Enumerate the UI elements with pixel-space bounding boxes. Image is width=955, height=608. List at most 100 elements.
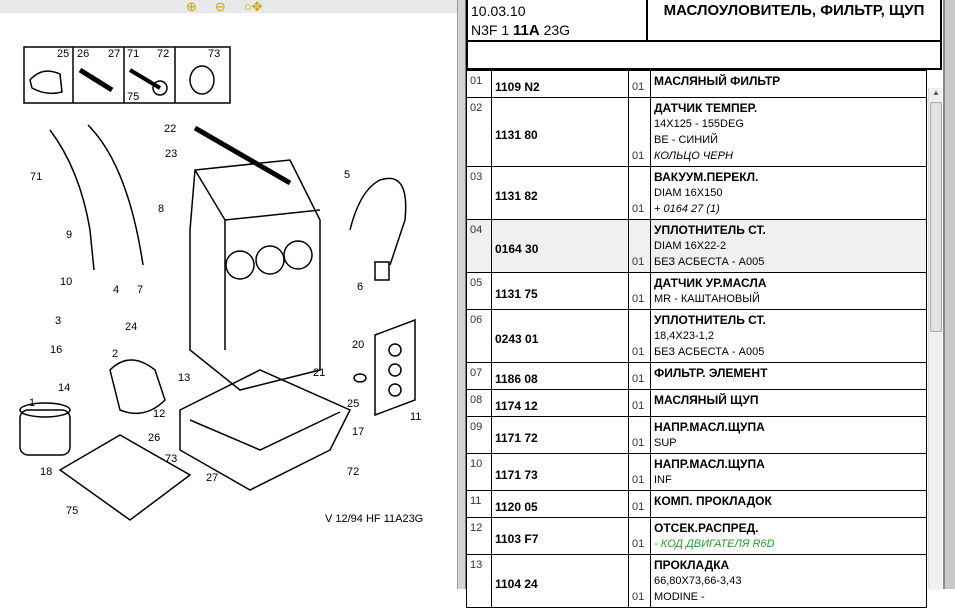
part-name: КОМП. ПРОКЛАДОК [654, 494, 772, 508]
description: ОТСЕК.РАСПРЕД.- КОД ДВИГАТЕЛЯ R6D [650, 517, 927, 555]
quantity: 01 [628, 166, 651, 220]
callout-17[interactable]: 17 [352, 426, 364, 438]
callout-11[interactable]: 11 [410, 411, 421, 423]
description: ВАКУУМ.ПЕРЕКЛ.DIAM 16X150+ 0164 27 (1) [650, 166, 927, 220]
quantity: 01 [628, 70, 651, 98]
callout-5[interactable]: 5 [344, 169, 350, 181]
callout-27[interactable]: 27 [206, 472, 218, 484]
part-spec: INF [654, 474, 672, 486]
part-spec: BE - СИНИЙ [654, 134, 719, 146]
description: КОМП. ПРОКЛАДОК [650, 490, 927, 518]
exploded-parts-diagram[interactable]: 25 26 27 71 72 75 73 22 23 5 71 8 9 10 7 4 6 3 24 16 2 20 13 21… [0, 0, 457, 589]
quantity: 01 [628, 453, 651, 491]
zoom-out-icon[interactable]: ⊖ [214, 0, 226, 14]
callout-75[interactable]: 75 [66, 505, 78, 517]
part-note: КОЛЬЦО ЧЕРН [654, 150, 733, 162]
part-spec: DIAM 16X150 [654, 187, 723, 199]
zoom-in-icon[interactable]: ⊕ [186, 0, 197, 14]
part-code: 1131 82 [491, 166, 629, 220]
callout-2[interactable]: 2 [112, 348, 118, 360]
diagram-panel: ⊕ ⊖ ○✥ [0, 0, 457, 589]
callout-23[interactable]: 23 [165, 148, 177, 160]
part-spec: БЕЗ АСБЕСТА - A005 [654, 256, 765, 268]
callout-25[interactable]: 25 [57, 48, 69, 60]
callout-4[interactable]: 4 [113, 284, 119, 296]
part-code: 1104 24 [491, 554, 629, 608]
part-spec: SUP [654, 437, 677, 449]
callout-71[interactable]: 71 [127, 48, 139, 60]
part-spec: 18,4X23-1,2 [654, 330, 714, 342]
callout-13[interactable]: 13 [178, 372, 190, 384]
item-number: 12 [466, 517, 492, 555]
callout-20[interactable]: 20 [352, 339, 364, 351]
part-spec: БЕЗ АСБЕСТА - A005 [654, 346, 765, 358]
callout-1[interactable]: 1 [29, 397, 35, 409]
engine-code-note: - КОД ДВИГАТЕЛЯ R6D [654, 538, 775, 550]
quantity: 01 [628, 490, 651, 518]
callout-10[interactable]: 10 [60, 276, 72, 288]
part-name: ДАТЧИК ТЕМПЕР. [654, 101, 758, 115]
callout-9[interactable]: 9 [66, 229, 72, 241]
part-spec: 14X125 - 155DEG [654, 118, 744, 130]
part-spec: MODINE - [654, 591, 705, 603]
callout-14[interactable]: 14 [58, 382, 70, 394]
callout-8[interactable]: 8 [158, 203, 164, 215]
part-code: 1131 80 [491, 97, 629, 167]
description: ДАТЧИК ТЕМПЕР. 14X125 - 155DEG BE - СИНИЙ К… [650, 97, 927, 167]
callout-73[interactable]: 73 [208, 48, 220, 60]
scrollbar[interactable]: ▲ [928, 88, 942, 589]
part-name: НАПР.МАСЛ.ЩУПА [654, 457, 765, 471]
callout-71[interactable]: 71 [30, 171, 42, 183]
callout-26[interactable]: 26 [77, 48, 89, 60]
quantity: 01 [628, 389, 651, 417]
callout-7[interactable]: 7 [137, 284, 143, 296]
scrollbar-thumb[interactable] [930, 102, 942, 332]
callout-6[interactable]: 6 [357, 281, 363, 293]
part-spec: 66,80X73,66-3,43 [654, 575, 742, 587]
callout-73[interactable]: 73 [165, 453, 177, 465]
part-name: ПРОКЛАДКА [654, 558, 730, 572]
callout-21[interactable]: 21 [313, 367, 325, 379]
part-name: НАПР.МАСЛ.ЩУПА [654, 420, 765, 434]
callout-24[interactable]: 24 [125, 321, 137, 333]
quantity: 01 [628, 219, 651, 273]
part-code: 1171 73 [491, 453, 629, 491]
item-number: 07 [466, 362, 492, 390]
part-name: ВАКУУМ.ПЕРЕКЛ. [654, 170, 759, 184]
callout-3[interactable]: 3 [55, 315, 61, 327]
quantity: 01 [628, 97, 651, 167]
callout-75[interactable]: 75 [127, 91, 139, 103]
callout-16[interactable]: 16 [50, 344, 62, 356]
callout-27[interactable]: 27 [108, 48, 120, 60]
part-spec: MR - КАШТАНОВЫЙ [654, 293, 760, 305]
callout-25[interactable]: 25 [347, 398, 359, 410]
callout-26[interactable]: 26 [148, 432, 160, 444]
callout-72[interactable]: 72 [157, 48, 169, 60]
callout-72[interactable]: 72 [347, 466, 359, 478]
description: НАПР.МАСЛ.ЩУПА SUP [650, 416, 927, 454]
description: НАПР.МАСЛ.ЩУПА INF [650, 453, 927, 491]
quantity: 01 [628, 554, 651, 608]
zoom-pan-icon[interactable]: ○✥ [243, 0, 263, 14]
callout-22[interactable]: 22 [164, 123, 176, 135]
part-code: 0243 01 [491, 309, 629, 363]
quantity: 01 [628, 416, 651, 454]
callout-12[interactable]: 12 [153, 408, 165, 420]
callout-18[interactable]: 18 [40, 466, 52, 478]
panel-splitter[interactable] [457, 0, 466, 589]
scroll-up-arrow[interactable]: ▲ [932, 88, 940, 97]
